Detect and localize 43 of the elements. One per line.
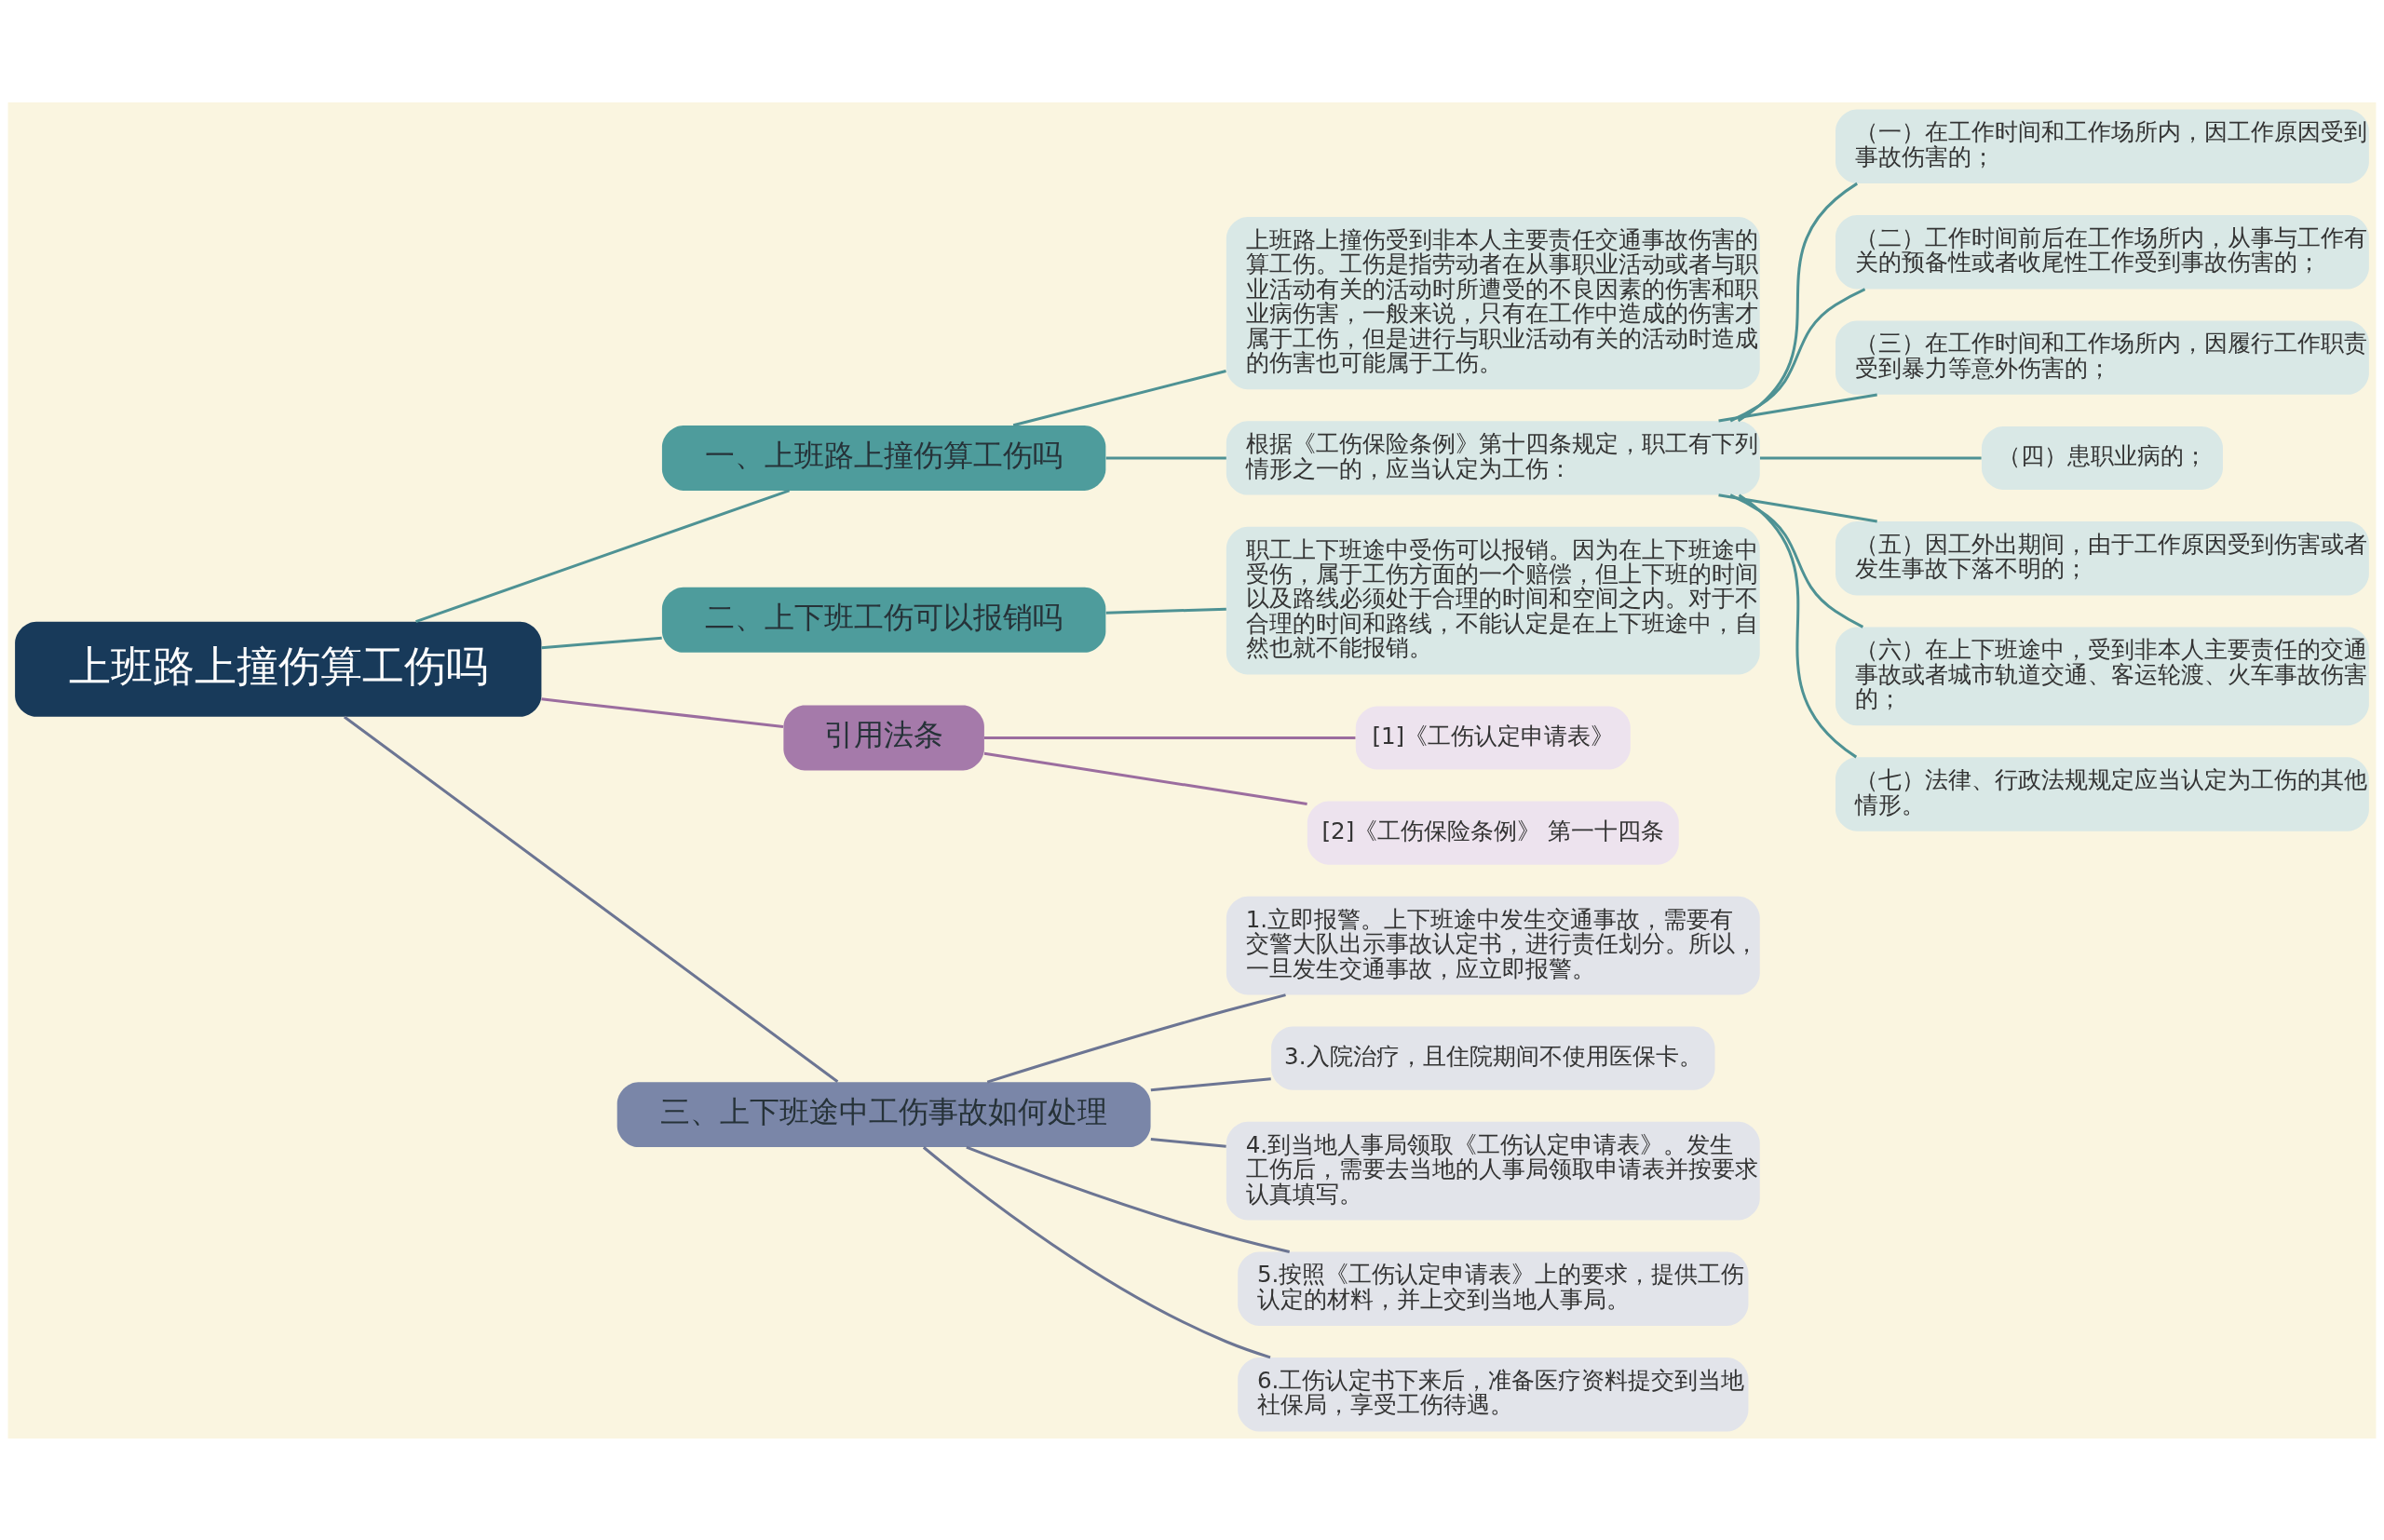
node-box: （一）在工作时间和工作场所内，因工作原因受到事故伤害的；	[1835, 109, 2369, 183]
node-box: 职工上下班途中受伤可以报销。因为在上下班途中受伤，属于工伤方面的一个赔偿，但上下班的时间以及路线必须处于合理的时间和空间之内。对于不合理的时间和路线，不能认定是在上下班途中，自然也就不能报销。	[1226, 526, 1760, 674]
node-box: 一、上班路上撞伤算工伤吗	[661, 425, 1106, 491]
connector	[1012, 369, 1226, 426]
connector	[1150, 1076, 1271, 1091]
connector	[1760, 455, 1982, 459]
connector	[415, 488, 791, 623]
connector	[983, 751, 1307, 805]
connector	[1718, 392, 1877, 423]
connector	[1729, 287, 1866, 422]
node-box: 根据《工伤保险条例》第十四条规定，职工有下列情形之一的，应当认定为工伤：	[1226, 420, 1760, 495]
connector	[966, 1145, 1291, 1253]
node-box: 上班路上撞伤算工伤吗	[15, 621, 542, 717]
node-box: 三、上下班途中工伤事故如何处理	[616, 1081, 1151, 1147]
connector	[984, 736, 1356, 739]
node-box: 上班路上撞伤受到非本人主要责任交通事故伤害的算工伤。工伤是指劳动者在从事职业活动或者与职业活动有关的活动时所遭受的不良因素的伤害和职业病伤害，一般来说，只有在工作中造成的伤害才属于工伤，但是进行与职业活动有关的活动时造成的伤害也可能属于工伤。	[1226, 216, 1760, 389]
node-box: 4.到当地人事局领取《工伤认定申请表》。发生工伤后，需要去当地的人事局领取申请表并按要求认真填写。	[1226, 1121, 1760, 1221]
node-box: 1.立即报警。上下班途中发生交通事故，需要有交警大队出示事故认定书，进行责任划分。所以，一旦发生交通事故，应立即报警。	[1226, 896, 1760, 995]
connector	[1105, 607, 1226, 615]
node-box: （六）在上下班途中，受到非本人主要责任的交通事故或者城市轨道交通、客运轮渡、火车事故伤害的；	[1835, 626, 2369, 725]
connector	[1718, 493, 1877, 522]
node-box: 引用法条	[783, 705, 984, 770]
connector	[1738, 493, 1858, 758]
node-box: 6.工伤认定书下来后，准备医疗资料提交到当地社保局，享受工伤待遇。	[1238, 1357, 1749, 1431]
connector	[541, 696, 784, 728]
node-box: （三）在工作时间和工作场所内，因履行工作职责受到暴力等意外伤害的；	[1835, 319, 2369, 395]
node-box: （二）工作时间前后在工作场所内，从事与工作有关的预备性或者收尾性工作受到事故伤害的；	[1835, 214, 2369, 289]
connector	[986, 993, 1286, 1084]
node-box: [1]《工伤认定申请表》	[1355, 706, 1631, 770]
node-box: （七）法律、行政法规规定应当认定为工伤的其他情形。	[1835, 756, 2369, 831]
node-box: （五）因工外出期间，由于工作原因受到伤害或者发生事故下落不明的；	[1835, 520, 2369, 595]
node-box: 3.入院治疗，且住院期间不使用医保卡。	[1271, 1026, 1715, 1090]
connector	[541, 636, 662, 649]
node-box: （四）患职业病的；	[1981, 426, 2223, 490]
connector	[1105, 455, 1226, 459]
connector	[1737, 182, 1858, 422]
connector	[1729, 493, 1864, 628]
connector	[922, 1145, 1271, 1358]
connector	[343, 715, 839, 1083]
node-box: 5.按照《工伤认定申请表》上的要求，提供工伤认定的材料，并上交到当地人事局。	[1238, 1251, 1749, 1326]
node-box: 二、上下班工伤可以报销吗	[661, 587, 1106, 653]
node-box: [2]《工伤保险条例》 第一十四条	[1307, 801, 1679, 865]
connector	[1150, 1137, 1226, 1148]
